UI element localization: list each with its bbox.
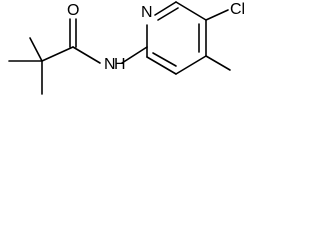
bond-tbutyl-carbonyl [41,46,74,62]
bond-c4-methyl [205,55,231,71]
bond-amide-n-ring [121,46,148,64]
bond-ring-c3-c2-b [152,52,177,67]
ring-nitrogen-label: N [141,4,153,21]
bond-ring-n1-c6-b [157,7,179,21]
chlorine-atom-label: Cl [230,1,245,18]
oxygen-atom-label: O [67,2,79,19]
bond-tbutyl-methyl-top [29,37,43,62]
bond-ring-n1-c6-a [154,1,177,16]
bond-ring-c3-c2-a [146,56,177,75]
amide-nitrogen-label: N [104,56,116,73]
bond-ring-c4-c3 [175,55,207,75]
amide-hydrogen-label: H [114,56,126,73]
bond-carbonyl-amide-n [72,46,101,64]
molecule-diagram: O N H N Cl [8,1,245,95]
bond-ring-c6-c5 [175,1,207,21]
bond-c5-chlorine [205,9,229,21]
